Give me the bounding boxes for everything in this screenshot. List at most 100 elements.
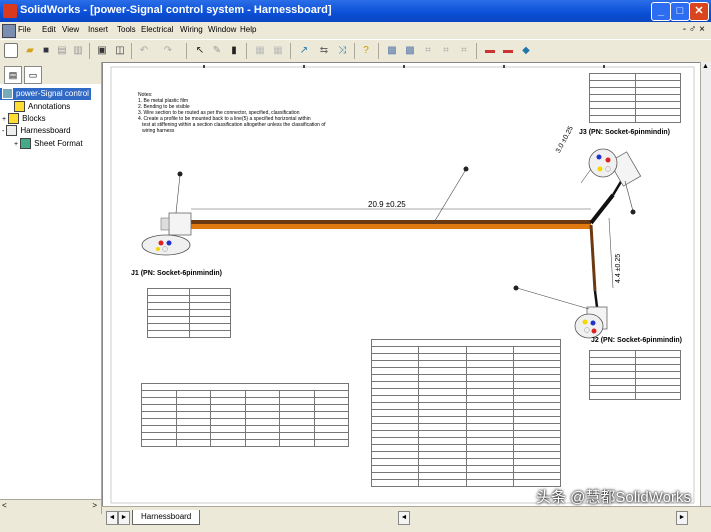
new-icon[interactable] [4, 43, 18, 58]
solidworks-icon [3, 4, 17, 18]
bom-icon[interactable]: ⌗ [461, 45, 467, 56]
canvas-vertical-scrollbar[interactable]: ▲ [700, 62, 711, 506]
print-preview-icon[interactable]: ▤ [57, 45, 67, 56]
wire-brown-segment[interactable] [191, 220, 591, 224]
tree-item-sheet-format[interactable]: +Sheet Format [14, 138, 83, 150]
document-icon[interactable] [2, 24, 16, 38]
sheet-format-icon [20, 138, 32, 150]
wire-icon[interactable]: ▬ [485, 45, 495, 56]
document-window-controls[interactable]: - ♂ × [682, 24, 705, 35]
scroll-up-icon[interactable]: ▲ [702, 63, 709, 70]
j3-pin-white [605, 166, 611, 172]
bom-table [370, 339, 562, 487]
cable-icon[interactable]: ▬ [503, 45, 513, 56]
menu-insert[interactable]: Insert [88, 25, 109, 34]
j2-pin-table [589, 350, 681, 400]
bundle-leader [432, 170, 466, 225]
connector-icon[interactable]: ▩ [405, 45, 415, 56]
window-title: SolidWorks - [power-Signal control syste… [20, 4, 332, 16]
save-icon[interactable]: ■ [42, 45, 50, 56]
undo-icon[interactable]: ↶ [139, 45, 149, 56]
first-sheet-button[interactable]: ◄ [106, 511, 118, 525]
scroll-right-icon[interactable]: > [92, 501, 97, 510]
main-length-dimension[interactable]: 20.9 ±0.25 [368, 200, 406, 209]
menu-edit[interactable]: Edit [42, 25, 56, 34]
menu-wiring[interactable]: Wiring [180, 25, 203, 34]
j1-leader [175, 174, 181, 214]
folder-icon [8, 113, 20, 125]
j1-balloon[interactable] [177, 171, 183, 177]
tree-root[interactable]: power-Signal control [0, 88, 91, 100]
sheet-tab-harnessboard[interactable]: Harnessboard [132, 510, 201, 525]
branch-j2[interactable] [589, 224, 597, 292]
title-bar: SolidWorks - [power-Signal control syste… [0, 0, 711, 22]
menu-electrical[interactable]: Electrical [141, 25, 174, 34]
j1-pin-table [147, 288, 231, 338]
help-icon[interactable]: ? [363, 45, 369, 56]
flip-icon[interactable]: ⇆ [319, 45, 329, 56]
table-icon[interactable]: ⌗ [443, 45, 449, 56]
properties-icon[interactable]: ▥ [73, 45, 83, 56]
drawing-canvas[interactable]: Notes: 1. Be metal plastic film 2. Bendi… [102, 62, 703, 508]
select-icon[interactable]: ↖ [195, 45, 205, 56]
j3-balloon[interactable] [630, 209, 636, 215]
collapse-icon[interactable]: - [2, 128, 5, 135]
hscroll-right-icon[interactable]: ► [676, 511, 688, 525]
grid-options-icon[interactable]: ▦ [273, 45, 283, 56]
lower-branch-dimension[interactable]: 4.4 ±0.25 [615, 253, 622, 283]
menu-view[interactable]: View [62, 25, 80, 34]
j2-balloon[interactable] [513, 285, 519, 291]
menu-help[interactable]: Help [240, 25, 257, 34]
j3-pin-yellow [597, 166, 603, 172]
j1-pin-face[interactable] [141, 234, 191, 256]
standard-toolbar: ▰ ■ ▤ ▥ ▣ ◫ ↶ ↷ ↖ ✎ ▮ ▦ ▦ ↗ ⇆ ⤨ ? ▩ ▩ ⌗ … [0, 39, 711, 63]
bundle-balloon[interactable] [463, 166, 469, 172]
flatten-icon[interactable]: ⌗ [425, 45, 431, 56]
feature-manager: ▤ ▭ power-Signal control Annotations +Bl… [0, 62, 102, 514]
harness-icon[interactable]: ▩ [387, 45, 397, 56]
feature-tree: power-Signal control Annotations +Blocks… [0, 84, 101, 494]
j1-pin-yellow [156, 247, 160, 251]
minimize-button[interactable]: _ [651, 2, 671, 21]
j3-pin-face[interactable] [588, 148, 618, 178]
drawing-icon [2, 88, 13, 100]
j1-connector-body[interactable] [168, 212, 192, 236]
j3-leader [624, 180, 634, 212]
open-icon[interactable]: ▰ [26, 45, 34, 56]
rebuild-icon[interactable]: ▮ [231, 45, 237, 56]
branch-j3[interactable] [589, 193, 615, 225]
tag-icon[interactable]: ◆ [522, 45, 530, 56]
menu-tools[interactable]: Tools [117, 25, 136, 34]
route-icon[interactable]: ⤨ [338, 45, 346, 56]
sheet-icon [6, 125, 18, 137]
j2-pin-face[interactable] [574, 313, 604, 339]
wire-orange-segment[interactable] [191, 224, 591, 229]
tree-item-harnessboard[interactable]: -Harnessboard [2, 125, 71, 137]
j2-leader [516, 287, 590, 310]
property-tab-icon[interactable]: ▭ [24, 66, 42, 84]
j3-label: J3 (PN: Socket-6pinmindin) [579, 129, 671, 136]
scroll-left-icon[interactable]: < [2, 501, 7, 510]
maximize-button[interactable]: □ [670, 2, 690, 21]
next-sheet-button[interactable]: ► [118, 511, 130, 525]
j1-connector-plug[interactable] [160, 217, 170, 231]
print-icon[interactable]: ▣ [97, 45, 107, 56]
grid-icon[interactable]: ▦ [255, 45, 265, 56]
expand-icon[interactable]: + [2, 116, 7, 123]
close-button[interactable]: ✕ [689, 2, 709, 21]
feature-tree-tab-icon[interactable]: ▤ [4, 66, 22, 84]
redo-icon[interactable]: ↷ [163, 45, 173, 56]
menu-window[interactable]: Window [208, 25, 237, 34]
menu-file[interactable]: File [18, 25, 31, 34]
harness-drawing [110, 65, 695, 504]
preview-icon[interactable]: ◫ [115, 45, 125, 56]
tree-horizontal-scrollbar[interactable]: < > [0, 499, 101, 514]
sketch-icon[interactable]: ✎ [212, 45, 222, 56]
branch-j2-end[interactable] [593, 290, 599, 308]
smart-dimension-icon[interactable]: ↗ [299, 45, 309, 56]
expand-icon[interactable]: + [14, 141, 19, 148]
tree-item-blocks[interactable]: +Blocks [2, 113, 46, 125]
tree-item-annotations[interactable]: Annotations [14, 101, 70, 113]
j2-label: J2 (PN: Socket-6pinmindin) [591, 337, 683, 344]
hscroll-left-icon[interactable]: ◄ [398, 511, 410, 525]
